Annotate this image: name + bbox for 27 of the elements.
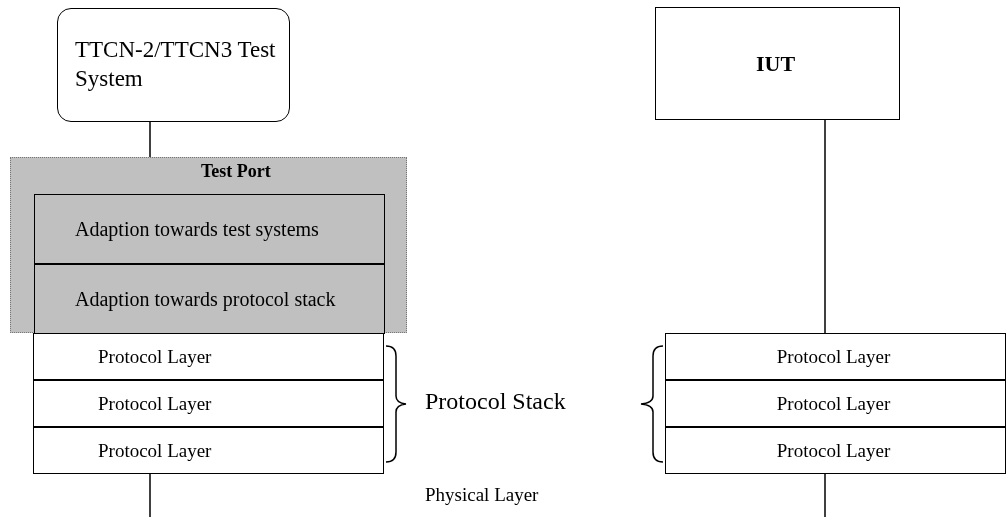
connector-line (149, 473, 151, 517)
box-label: Adaption towards test systems (75, 216, 319, 242)
connector-line (824, 119, 826, 334)
box-label: Protocol Layer (98, 344, 212, 369)
box-label: Protocol Layer (98, 391, 212, 416)
protocol-layer-box (665, 380, 1006, 427)
box-label: Adaption towards protocol stack (75, 286, 336, 312)
box-label: Protocol Layer (776, 391, 891, 416)
box-label: Protocol Layer (98, 438, 212, 463)
box-label: Protocol Layer (776, 438, 891, 463)
box-label: Protocol Layer (776, 344, 891, 369)
protocol-layer-box (33, 427, 384, 474)
protocol-layer-box (665, 333, 1006, 380)
adaption-layer-box (34, 194, 385, 264)
protocol-layer-box (665, 427, 1006, 474)
system-box (655, 7, 900, 120)
region-title: Test Port (201, 160, 271, 183)
annotation-label: Physical Layer (425, 484, 539, 506)
test-port-region (10, 157, 407, 333)
system-box (57, 8, 290, 122)
box-label: TTCN-2/TTCN3 Test System (75, 36, 277, 93)
connector-line (824, 473, 826, 517)
protocol-layer-box (33, 333, 384, 380)
box-label: IUT (755, 49, 796, 78)
protocol-layer-box (33, 380, 384, 427)
adaption-layer-box (34, 264, 385, 334)
annotation-label: Protocol Stack (425, 388, 566, 415)
